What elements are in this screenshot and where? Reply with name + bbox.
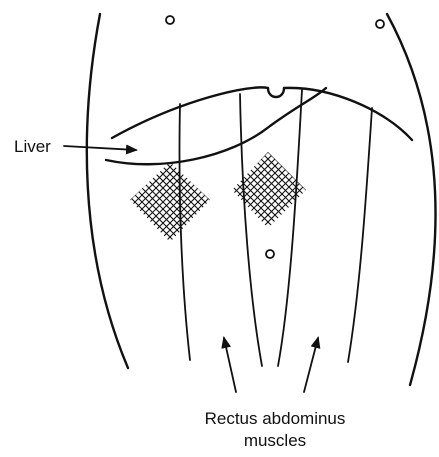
hatch-line	[86, 55, 254, 223]
hatch-line	[86, 202, 254, 370]
rectus-arrow-right	[304, 338, 318, 392]
hatch-line	[86, 188, 254, 356]
hatch-line	[86, 62, 254, 230]
hatch-line	[86, 97, 254, 265]
hatch-line	[86, 41, 254, 209]
xiphoid-notch	[268, 88, 284, 97]
rectus-label-line1: Rectus abdominus	[205, 409, 346, 428]
hatch-line	[86, 153, 254, 321]
hatch-line	[86, 69, 254, 237]
rectus-line-left-outer	[179, 104, 190, 360]
hatch-line	[188, 93, 348, 253]
rectus-line-right-inner	[278, 90, 302, 366]
hatch-line	[86, 83, 254, 251]
hatch-line	[86, 167, 254, 335]
hatch-line	[86, 167, 254, 335]
right-cross-hatch-patch	[188, 30, 348, 344]
hatch-line	[86, 188, 254, 356]
hatch-line	[86, 69, 254, 237]
hatch-line	[86, 34, 254, 202]
rectus-arrow-left	[224, 338, 236, 392]
hatch-line	[86, 104, 254, 272]
liver-edge	[106, 88, 326, 164]
rectus-label-line2: muscles	[244, 431, 306, 450]
umbilicus-marker	[266, 250, 274, 258]
liver-label: Liver	[14, 137, 51, 156]
hatch-line	[86, 174, 254, 342]
hatch-line	[86, 160, 254, 328]
hatch-line	[86, 202, 254, 370]
hatch-line	[86, 48, 254, 216]
left-nipple-marker	[166, 16, 174, 24]
hatch-line	[86, 118, 254, 286]
left-body-contour	[87, 14, 128, 368]
hatch-line	[86, 41, 254, 209]
hatch-line	[86, 146, 254, 314]
rectus-line-right-outer	[348, 108, 372, 362]
hatch-line	[86, 160, 254, 328]
liver-arrow	[64, 146, 136, 150]
hatch-line	[86, 34, 254, 202]
hatch-line	[188, 107, 348, 267]
hatch-line	[86, 48, 254, 216]
hatch-line	[86, 55, 254, 223]
hatch-line	[86, 195, 254, 363]
hatch-line	[86, 132, 254, 300]
right-body-contour	[387, 14, 436, 385]
hatch-line	[188, 100, 348, 260]
hatch-line	[86, 90, 254, 258]
hatch-line	[86, 195, 254, 363]
hatch-line	[86, 174, 254, 342]
hatch-line	[86, 111, 254, 279]
right-nipple-marker	[376, 20, 384, 28]
hatch-line	[86, 62, 254, 230]
